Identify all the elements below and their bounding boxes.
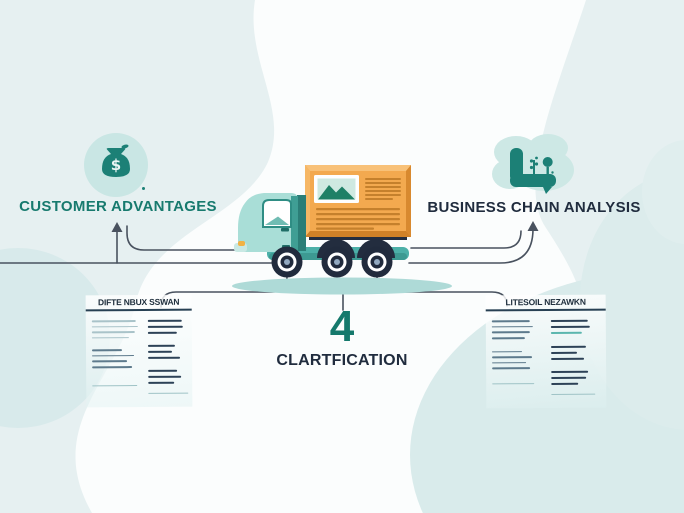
left-doc-title: DIFTE NBUX SSWAN — [85, 294, 192, 312]
arrow-up-right-icon — [527, 221, 539, 231]
cargo-box — [305, 165, 411, 237]
customer-advantages-icon-wrap: $ — [84, 133, 148, 197]
doc-lines-column — [550, 319, 601, 400]
truck-shadow — [232, 277, 452, 295]
customer-advantages-label: CUSTOMER ADVANTAGES — [19, 198, 217, 215]
business-chain-icon-wrap — [486, 130, 578, 202]
wheels — [271, 246, 393, 278]
growth-chart-icon — [492, 134, 574, 194]
money-bag-icon: $ — [84, 133, 148, 197]
left-doc-panel: DIFTE NBUX SSWAN — [85, 294, 193, 408]
svg-text:$: $ — [111, 156, 121, 174]
delivery-truck-illustration — [232, 165, 452, 295]
step-node: 4 CLARTFICATION — [262, 305, 422, 370]
right-doc-panel: LITESOIL NEZAWKN — [485, 294, 607, 409]
headlight — [238, 241, 245, 246]
right-doc-title: LITESOIL NEZAWKN — [485, 294, 606, 312]
doc-lines-column — [91, 320, 139, 399]
doc-lines-column — [491, 320, 542, 400]
doc-lines-column — [147, 319, 189, 398]
decorative-dot — [142, 187, 145, 190]
mountain-picture-icon — [318, 185, 355, 200]
step-number: 4 — [329, 302, 355, 351]
truck-cab — [234, 193, 306, 252]
step-label: CLARTFICATION — [276, 352, 408, 369]
arrow-up-left-icon — [111, 222, 123, 232]
business-chain-label: BUSINESS CHAIN ANALYSIS — [427, 199, 641, 216]
